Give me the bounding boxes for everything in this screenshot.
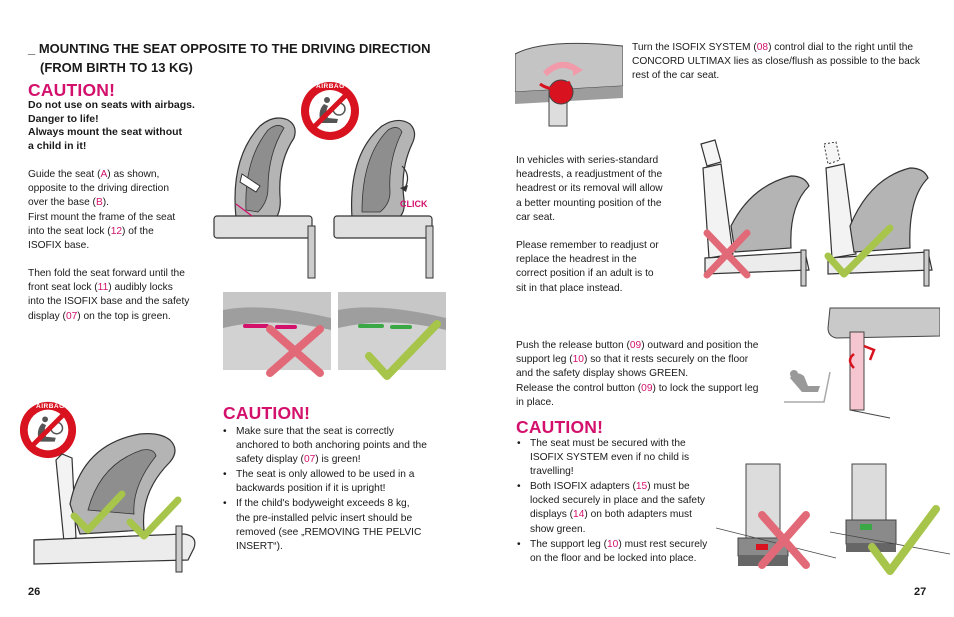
airbag-label: AIRBAG [316,83,345,90]
cross-mark-icon [756,509,812,571]
seat-in-car-illustration [30,400,220,575]
turn-dial-paragraph: Turn the ISOFIX SYSTEM (08) control dial… [632,42,920,82]
list-item: Make sure that the seat is correctly anc… [222,425,442,467]
guide-paragraph-2: Then fold the seat forward until the fro… [28,268,190,322]
check-mark-icon [822,222,896,280]
check-mark-icon [866,503,942,579]
list-item: Both ISOFIX adapters (15) must be locked… [516,480,721,536]
page-number-left: 26 [28,586,41,598]
support-leg-paragraph: Push the release button (09) outward and… [516,340,759,408]
cross-mark-icon [702,228,752,280]
no-airbag-icon [299,80,361,142]
check-mark-icon [363,318,443,382]
section-heading-line1: _ MOUNTING THE SEAT OPPOSITE TO THE DRIV… [28,41,431,56]
warning-line: Danger to life! [28,112,99,125]
seat-illustration-step1 [206,108,326,288]
warning-line: Always mount the seat without [28,126,183,139]
airbag-label: AIRBAG [36,403,65,410]
click-label: CLICK [400,199,428,209]
list-item: The support leg (10) must rest securely … [516,538,721,566]
headrest-correct-illustration [818,138,940,288]
seat-illustration-step2 [330,108,450,288]
isofix-dial-illustration [515,36,623,128]
support-leg-illustration [780,306,940,422]
warning-line: Do not use on seats with airbags. [28,99,195,111]
cross-mark-icon [264,323,326,379]
headrest-paragraph-1: In vehicles with series-standard headres… [516,155,663,223]
page-number-right: 27 [914,586,927,598]
caution-title-3: CAUTION! [516,417,604,437]
headrest-paragraph-2: Please remember to readjust or replace t… [516,240,659,294]
guide-paragraph-1: Guide the seat (A) as shown, opposite to… [28,169,176,252]
no-airbag-icon [18,400,78,460]
list-item: If the child's bodyweight exceeds 8 kg, … [222,497,442,553]
check-mark-icon [70,490,126,534]
rotate-arrow-icon [536,64,576,94]
isofix-adapter-green-illustration [830,458,950,586]
caution-warning-text: Do not use on seats with airbags. Danger… [28,99,218,153]
caution-list-3: The seat must be secured with the ISOFIX… [516,437,721,567]
list-item: The seat is only allowed to be used in a… [222,468,442,496]
check-mark-icon [126,496,182,540]
section-heading-line2: (FROM BIRTH TO 13 KG) [40,60,193,75]
list-item: The seat must be secured with the ISOFIX… [516,437,721,479]
warning-line: a child in it! [28,139,87,152]
caution-list-2: Make sure that the seat is correctly anc… [222,425,442,555]
safety-display-green-image [338,292,446,370]
caution-title-2: CAUTION! [223,403,311,423]
caution-title-1: CAUTION! [28,80,116,100]
